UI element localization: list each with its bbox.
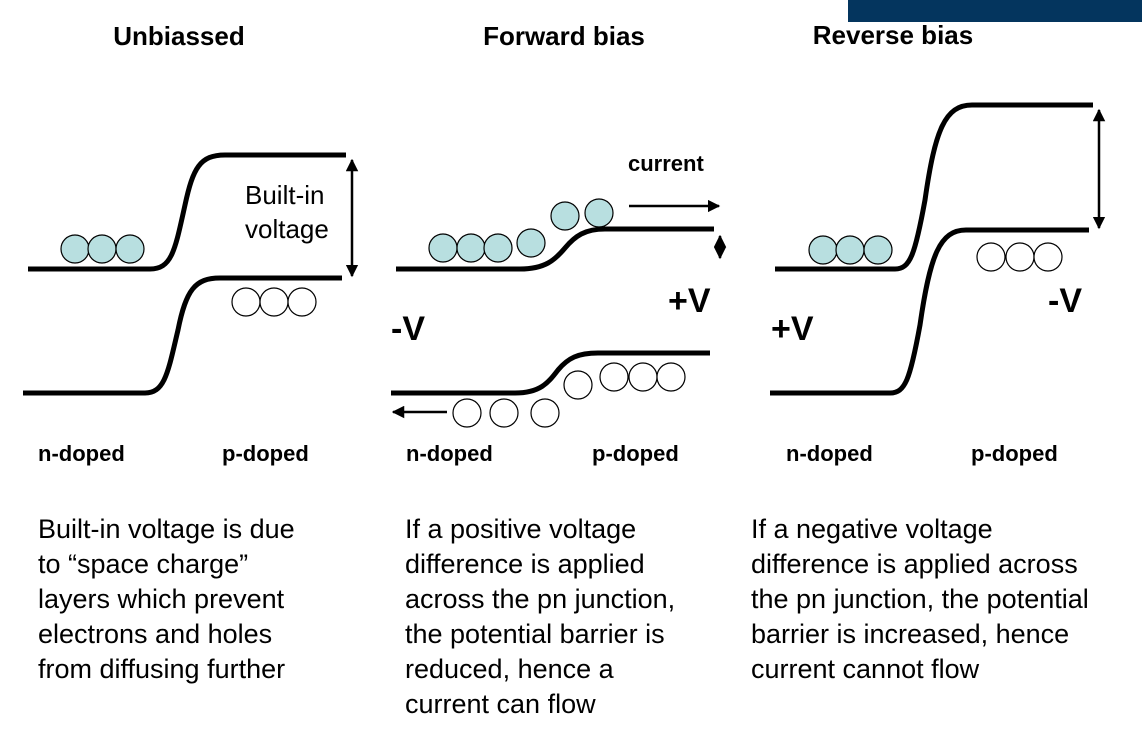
panel-title-forward: Forward bias xyxy=(483,21,645,51)
hole xyxy=(656,362,686,392)
p-doped-label: p-doped xyxy=(971,441,1058,466)
valence-band xyxy=(23,275,342,396)
built-in-label: Built-in xyxy=(245,180,324,210)
hole xyxy=(259,287,289,317)
p-doped-label: p-doped xyxy=(592,441,679,466)
hole xyxy=(452,398,482,428)
holes-group xyxy=(231,287,317,317)
hole xyxy=(1005,242,1035,272)
electron xyxy=(60,234,90,264)
n-doped-label: n-doped xyxy=(38,441,125,466)
voltage-label: voltage xyxy=(245,214,329,244)
n-doped-label: n-doped xyxy=(786,441,873,466)
electron xyxy=(550,201,580,231)
electron xyxy=(863,235,893,265)
panel-unbiased: Unbiassed Built-in voltage n-doped p-dop… xyxy=(23,21,359,466)
hole xyxy=(599,362,629,392)
electron xyxy=(456,233,486,263)
electrons-group xyxy=(428,198,614,263)
left-voltage-label: +V xyxy=(771,310,814,348)
valence-band xyxy=(391,350,710,396)
p-doped-label: p-doped xyxy=(222,441,309,466)
electron xyxy=(516,228,546,258)
hole xyxy=(287,287,317,317)
holes-group xyxy=(976,242,1063,272)
left-voltage-label: -V xyxy=(391,310,425,348)
electron xyxy=(835,235,865,265)
caption-reverse-bias: If a negative voltage difference is appl… xyxy=(751,514,1089,684)
n-doped-label: n-doped xyxy=(406,441,493,466)
panel-title-unbiased: Unbiassed xyxy=(113,21,245,51)
caption-forward-bias: If a positive voltage difference is appl… xyxy=(405,514,676,719)
electron xyxy=(115,234,145,264)
hole xyxy=(976,242,1006,272)
electrons-group xyxy=(60,234,145,264)
conduction-band xyxy=(775,102,1093,272)
electron xyxy=(808,235,838,265)
panel-reverse-bias: Reverse bias +V -V n-doped p-doped xyxy=(770,20,1106,466)
header-banner xyxy=(848,0,1142,22)
electron xyxy=(584,198,614,228)
electron xyxy=(87,234,117,264)
hole xyxy=(530,398,560,428)
hole xyxy=(231,287,261,317)
panel-title-reverse: Reverse bias xyxy=(813,20,973,50)
electron xyxy=(483,233,513,263)
hole xyxy=(489,398,519,428)
conduction-band xyxy=(28,152,346,272)
valence-band xyxy=(770,227,1089,396)
conduction-band xyxy=(396,226,714,272)
panel-forward-bias: Forward bias current -V +V n-doped p-do xyxy=(391,21,727,466)
right-voltage-label: -V xyxy=(1048,282,1082,320)
holes-group xyxy=(452,362,686,428)
electrons-group xyxy=(808,235,893,265)
right-voltage-label: +V xyxy=(668,282,711,320)
caption-unbiased: Built-in voltage is due to “space charge… xyxy=(38,514,295,684)
hole xyxy=(1033,242,1063,272)
hole xyxy=(628,362,658,392)
electron xyxy=(428,233,458,263)
hole xyxy=(563,370,593,400)
current-label: current xyxy=(628,151,704,176)
